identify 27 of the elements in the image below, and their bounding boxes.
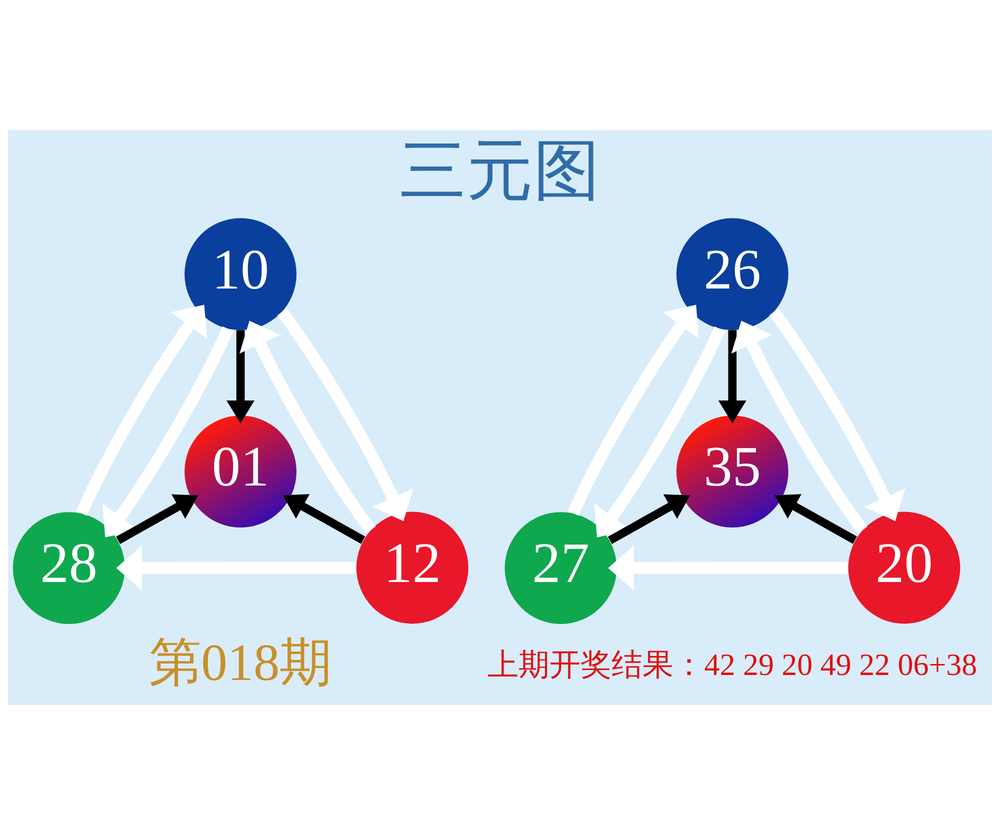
- node-circle: 27: [504, 512, 617, 624]
- arrow: [102, 326, 234, 537]
- arrow: [594, 326, 726, 537]
- arrow: [282, 494, 366, 544]
- arrow: [116, 544, 356, 590]
- label: 上期开奖结果：42 29 20 49 22 06+38: [487, 646, 978, 682]
- arrow: [76, 304, 208, 516]
- node-circle: 20: [848, 511, 960, 624]
- arrow: [718, 330, 746, 423]
- node-circle: 10: [184, 218, 296, 330]
- node-circle: 01: [184, 415, 296, 528]
- arrow: [608, 544, 848, 590]
- node-circle: 12: [356, 511, 468, 624]
- arrow: [608, 494, 690, 544]
- label: 第018期: [149, 634, 332, 692]
- node-circle: 26: [676, 218, 788, 330]
- arrow: [226, 330, 255, 423]
- node-circle: 28: [12, 512, 125, 624]
- arrow: [116, 494, 198, 544]
- diagram-title: 三元图: [400, 134, 600, 208]
- arrow: [731, 320, 868, 534]
- arrow: [774, 494, 857, 544]
- arrow: [769, 308, 906, 521]
- node-circle: 35: [676, 415, 788, 528]
- arrow: [240, 320, 376, 534]
- arrow: [568, 304, 699, 516]
- arrow: [277, 308, 414, 521]
